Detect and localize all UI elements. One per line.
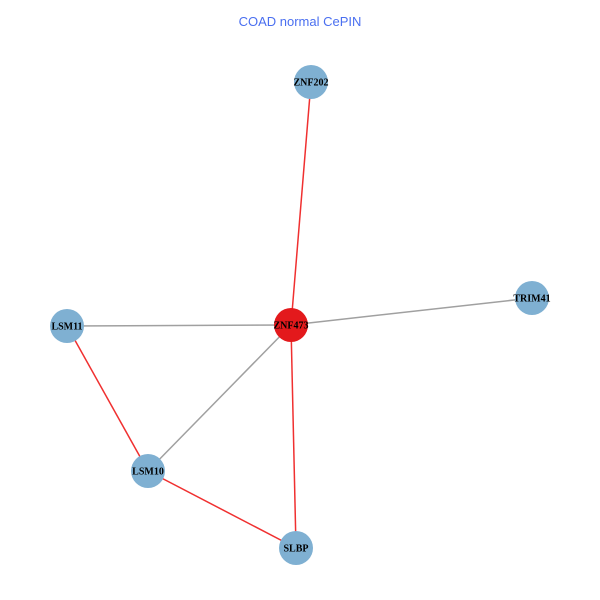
diagram-title: COAD normal CePIN <box>238 14 362 29</box>
node-lsm11[interactable] <box>50 309 84 343</box>
edge-lsm11-znf473 <box>66 324 292 327</box>
node-label: ZNF202 <box>294 78 329 89</box>
edge-znf473-slbp <box>290 324 297 549</box>
edge-lsm11-lsm10 <box>66 325 149 472</box>
node-label: TRIM41 <box>513 294 550 305</box>
node-trim41[interactable] <box>515 281 549 315</box>
node-znf202[interactable] <box>294 65 328 99</box>
node-label: LSM10 <box>132 467 164 478</box>
edge-lsm10-znf473 <box>147 324 292 472</box>
node-label: LSM11 <box>51 322 82 333</box>
edge-znf202-znf473 <box>290 81 312 326</box>
edge-lsm10-slbp <box>147 470 297 549</box>
node-slbp[interactable] <box>279 531 313 565</box>
node-znf473[interactable] <box>274 308 308 342</box>
node-label: SLBP <box>283 544 308 555</box>
node-lsm10[interactable] <box>131 454 165 488</box>
node-label: ZNF473 <box>274 321 309 332</box>
edge-znf473-trim41 <box>290 297 533 326</box>
